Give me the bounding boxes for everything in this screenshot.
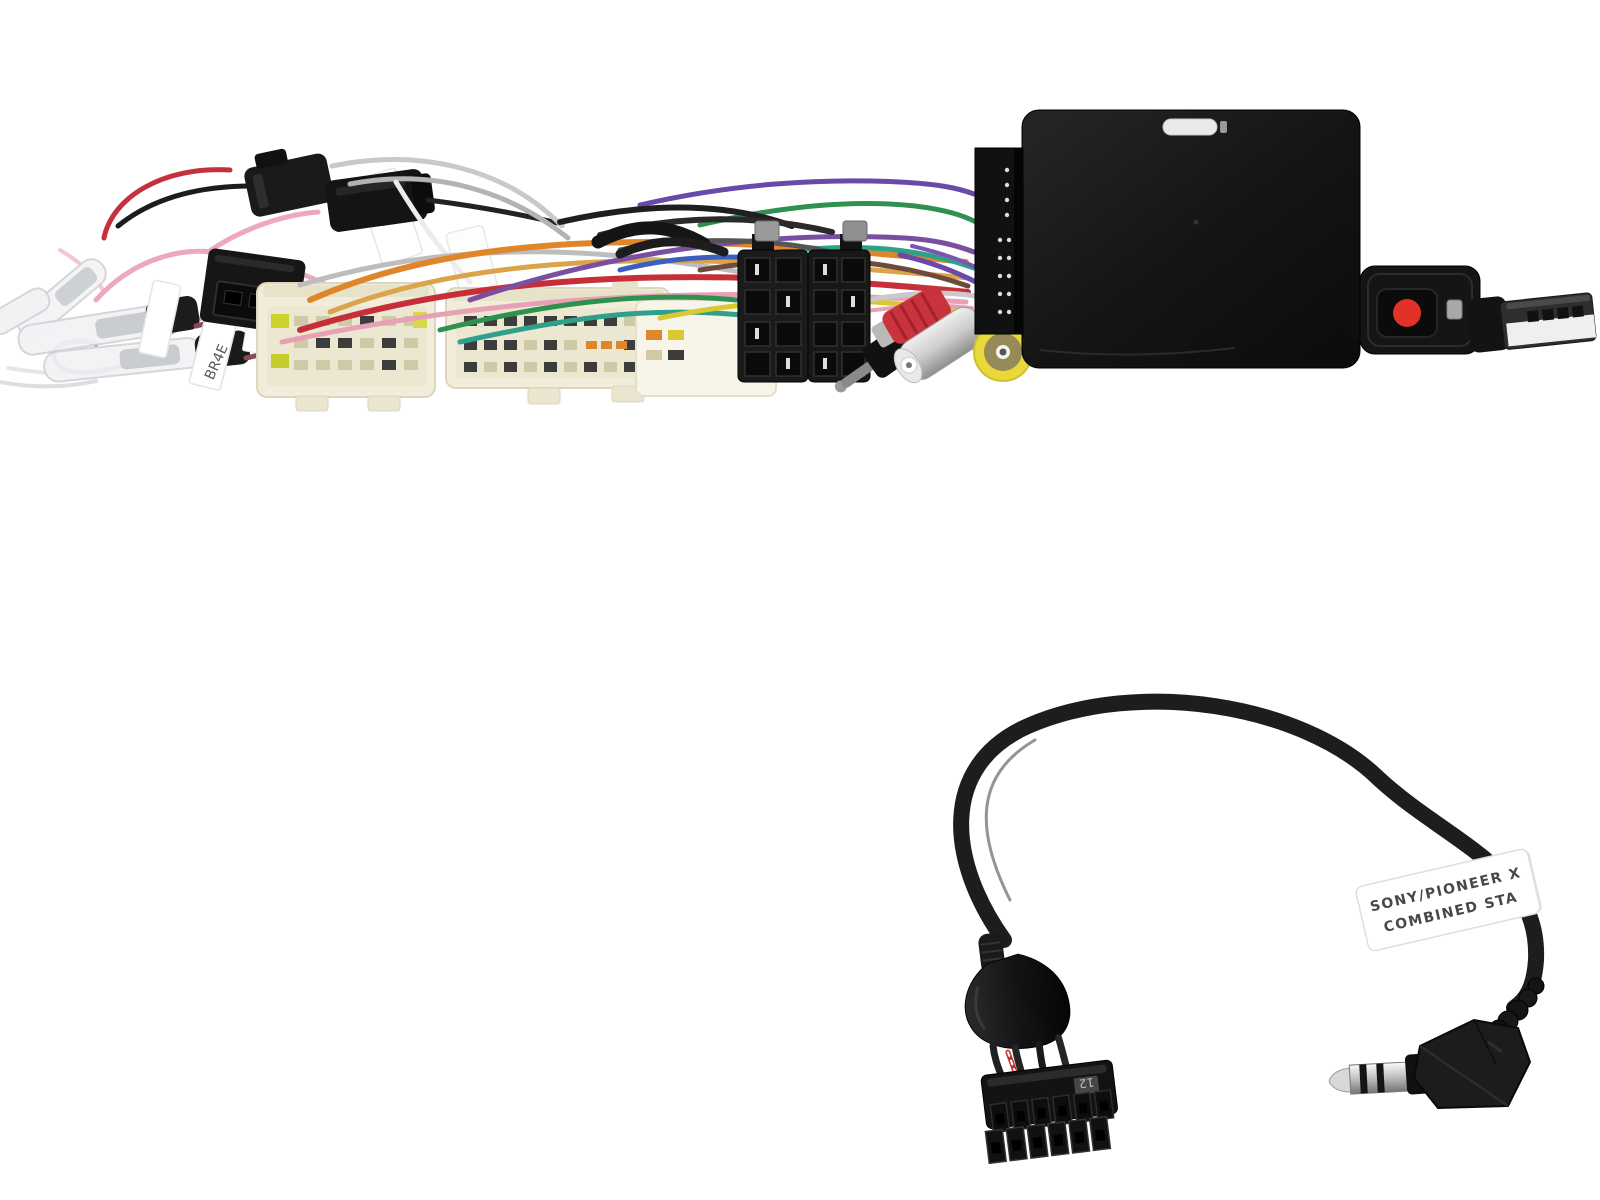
cable-label: SONY/PIONEER X COMBINED STA [1355,848,1541,952]
black-wire-left [115,183,255,229]
molex-pin-towers-front [984,1115,1112,1165]
taped-bundle [591,221,729,259]
bullet-terminal-small [0,287,51,336]
sm-exit-wires [329,157,571,285]
jack-35mm [1328,1018,1532,1110]
usb-plug [1466,292,1597,353]
patch-cable [953,693,1545,1016]
iso-connector-right [807,220,871,383]
jack-body [1412,1018,1532,1110]
button-module [1348,265,1481,355]
indicator-window [1446,299,1463,320]
box-label-slot [1162,118,1218,136]
box-edge-connector-strip [974,147,1024,335]
patch-cable-sheen [984,738,1037,902]
molex-pin-count: 12 [1078,1075,1095,1091]
rca-red-plug [871,286,952,348]
red-wire [101,167,233,241]
sm-connector-pair [244,148,435,232]
red-button [1393,299,1421,327]
rca-yellow-socket [973,322,1033,382]
flag-label-blank-1 [138,279,182,359]
interface-box [1021,109,1361,369]
rca-silver-barrel [893,306,987,384]
iso-connector-left [737,220,809,383]
usb-contacts [1527,305,1584,323]
molex-12pin-connector: 12 [964,933,1118,1165]
